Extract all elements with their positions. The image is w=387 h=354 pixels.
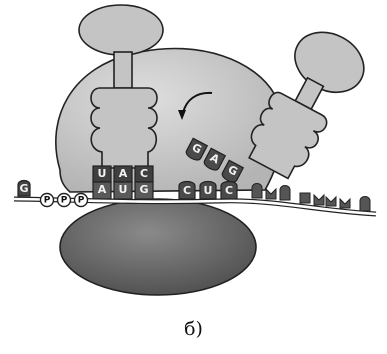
codon-block: [220, 180, 238, 200]
codon-base-label: G: [139, 183, 148, 196]
mrna-cap: G: [17, 179, 31, 197]
base-shape: [325, 195, 337, 207]
anticodon-right-base: G: [221, 159, 245, 183]
base-shape: [265, 187, 277, 200]
base-shape: [251, 183, 263, 199]
trna-right: [248, 31, 365, 180]
base-shape: [299, 192, 311, 204]
phosphate-label: P: [44, 196, 51, 206]
trna-right-anticodon: GAG: [185, 137, 245, 183]
base-shape: [339, 197, 351, 209]
phosphate-circle: [73, 192, 89, 208]
phosphate-label: P: [78, 196, 85, 206]
anticodon-block: [185, 137, 209, 161]
anticodon-base-label: C: [140, 167, 148, 180]
codon-base-label: A: [98, 183, 107, 196]
codon-block: [178, 180, 196, 200]
phosphate-circle: [39, 192, 55, 208]
codon-base-label: C: [225, 184, 233, 197]
anticodon-block: [203, 147, 227, 171]
anticodon-base-label: A: [119, 167, 128, 180]
curved-arrow-icon: [182, 91, 213, 114]
codon-base-label: U: [204, 184, 213, 197]
figure-caption: б): [184, 318, 203, 340]
trna-right-head: [294, 31, 365, 94]
codon-base-label: C: [183, 184, 191, 197]
cap-g-label: G: [19, 182, 28, 195]
large-subunit: [55, 47, 284, 193]
mrna-downstream-bases: [251, 183, 371, 212]
anticodon-right-base: G: [185, 137, 209, 161]
base-shape: [313, 193, 325, 206]
codon-base-label: U: [119, 183, 128, 196]
codon-block: [199, 180, 217, 200]
trna-left-stem: [113, 51, 133, 89]
base-shape: [359, 196, 371, 212]
anticodon-right-base: A: [203, 147, 227, 171]
phosphate-circle: [56, 192, 72, 208]
trna-right-body: [248, 91, 328, 180]
base-shape: [279, 185, 291, 201]
arrow-head-icon: [178, 110, 186, 120]
trna-left-head: [78, 4, 164, 56]
phosphate-label: P: [61, 196, 68, 206]
small-subunit: [59, 198, 257, 296]
cap-g-block: [17, 179, 31, 197]
anticodon-base-label: U: [98, 167, 107, 180]
